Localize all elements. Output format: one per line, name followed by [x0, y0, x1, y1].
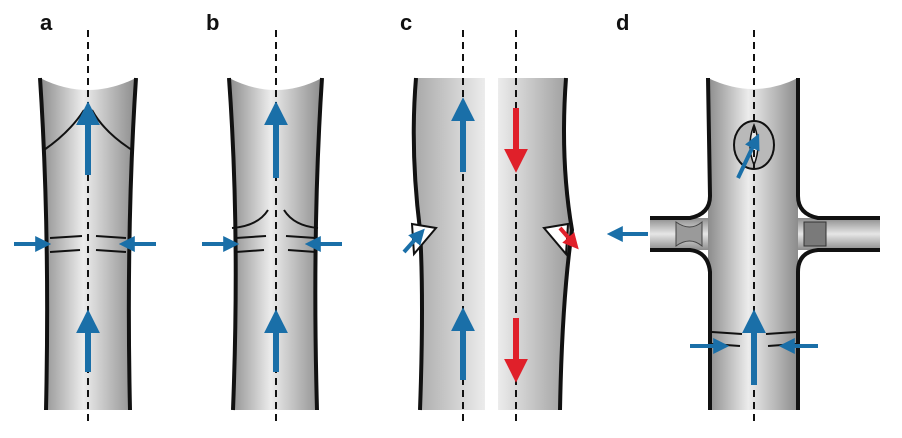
panel-label-c: c — [400, 10, 412, 35]
valve-cusp-lower — [49, 235, 127, 253]
reflux-arrow-out — [558, 226, 579, 250]
panel-label-a: a — [40, 10, 53, 35]
panel-d: d — [606, 10, 880, 425]
valve-cusp — [231, 209, 319, 229]
vessel-body — [40, 78, 136, 410]
panel-label-d: d — [616, 10, 629, 35]
panel-label-b: b — [206, 10, 219, 35]
branch-valve-left — [675, 220, 703, 248]
vessel-wall-right — [796, 78, 880, 410]
panel-b: b — [202, 10, 342, 425]
ostium-flow-arrow — [736, 133, 760, 179]
vessel-wall-right — [558, 77, 575, 411]
vessel-wall-left — [650, 77, 713, 410]
valve-base-lines — [235, 235, 317, 253]
panel-c: c — [400, 10, 579, 425]
vessel-body — [708, 78, 798, 410]
perforator-arrow-in — [402, 228, 425, 254]
branch-valve-right — [803, 221, 827, 247]
vessel-half-left — [413, 78, 485, 410]
panel-a: a — [14, 10, 156, 425]
vessel-body — [229, 78, 322, 410]
